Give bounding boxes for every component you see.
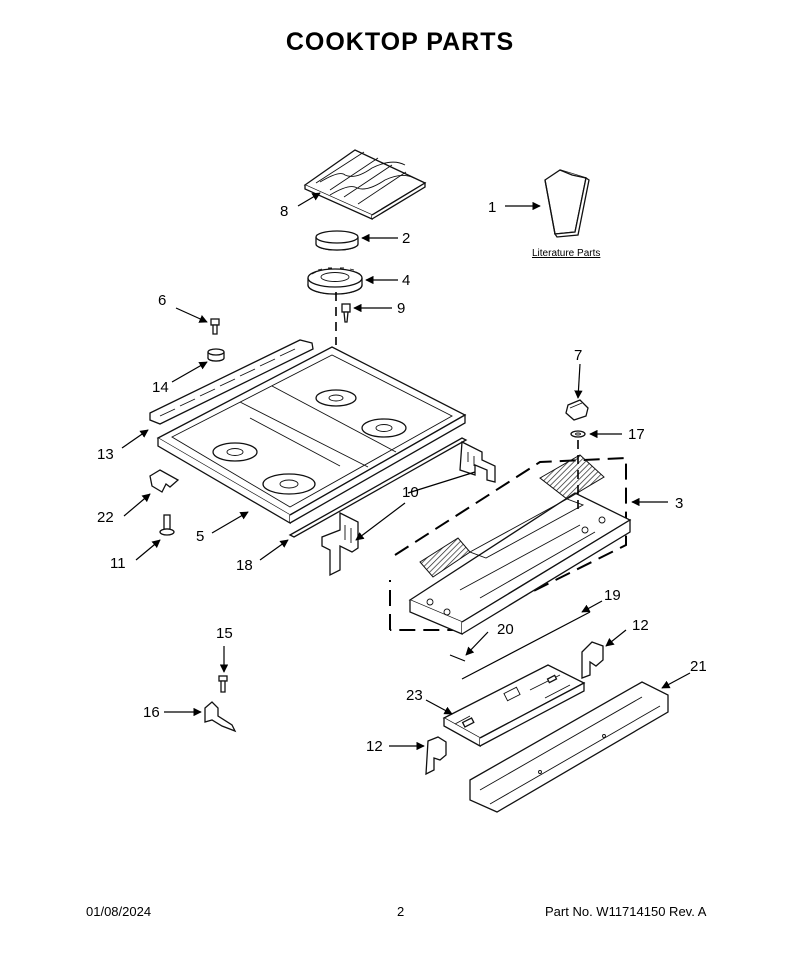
footer-date: 01/08/2024 [86, 904, 152, 919]
callout-22: 22 [97, 509, 114, 526]
callout-17: 17 [628, 426, 645, 443]
washer-part-17 [570, 430, 586, 438]
bracket-part-22 [149, 469, 180, 493]
callout-6: 6 [158, 292, 166, 309]
callout-9: 9 [397, 300, 405, 317]
literature-parts-label: Literature Parts [532, 248, 600, 259]
callout-3: 3 [675, 495, 683, 512]
bracket-part-12-upper [581, 641, 604, 679]
callout-14: 14 [152, 379, 169, 396]
callout-8: 8 [280, 203, 288, 220]
callout-4: 4 [402, 272, 410, 289]
callout-23: 23 [406, 687, 423, 704]
bracket-part-16 [204, 701, 237, 733]
screw-part-6 [210, 318, 220, 335]
rail-part-18 [288, 437, 468, 538]
burner-cap-part-2 [315, 230, 359, 251]
side-bracket-part-10-lower [321, 511, 359, 577]
footer-part-number: Part No. W11714150 Rev. A [545, 904, 707, 919]
burner-head-part-4 [307, 267, 363, 295]
vent-trim-part-13 [149, 339, 314, 425]
callout-12-upper: 12 [632, 617, 649, 634]
callout-7: 7 [574, 347, 582, 364]
footer-page-number: 2 [397, 904, 405, 919]
control-panel-part-3 [389, 454, 632, 635]
knob-part-7 [565, 399, 589, 421]
callout-19: 19 [604, 587, 621, 604]
callout-1: 1 [488, 199, 496, 216]
callout-21: 21 [690, 658, 707, 675]
lower-trim-part-21 [469, 681, 669, 813]
callout-20: 20 [497, 621, 514, 638]
wire-part-19 [461, 611, 591, 680]
cooktop-part-5 [156, 346, 467, 525]
control-board-part-23 [442, 664, 586, 748]
orifice-part-9 [341, 303, 351, 323]
callout-18: 18 [236, 557, 253, 574]
callout-5: 5 [196, 528, 204, 545]
bracket-part-12-lower [425, 736, 447, 776]
callout-12-lower: 12 [366, 738, 383, 755]
grate-part-8 [303, 149, 427, 221]
side-bracket-part-10-upper [459, 440, 496, 483]
leader-lines [121, 192, 691, 751]
leveling-leg-part-11 [159, 514, 175, 536]
callout-10: 10 [402, 484, 419, 501]
page-title: COOKTOP PARTS [285, 28, 515, 56]
literature-book-part-1 [544, 169, 590, 238]
callout-16: 16 [143, 704, 160, 721]
callout-13: 13 [97, 446, 114, 463]
wire-part-20 [449, 654, 466, 662]
callout-11: 11 [110, 555, 126, 572]
screw-part-15 [218, 675, 228, 693]
callout-15: 15 [216, 625, 233, 642]
callout-2: 2 [402, 230, 410, 247]
grommet-part-14 [207, 348, 225, 362]
